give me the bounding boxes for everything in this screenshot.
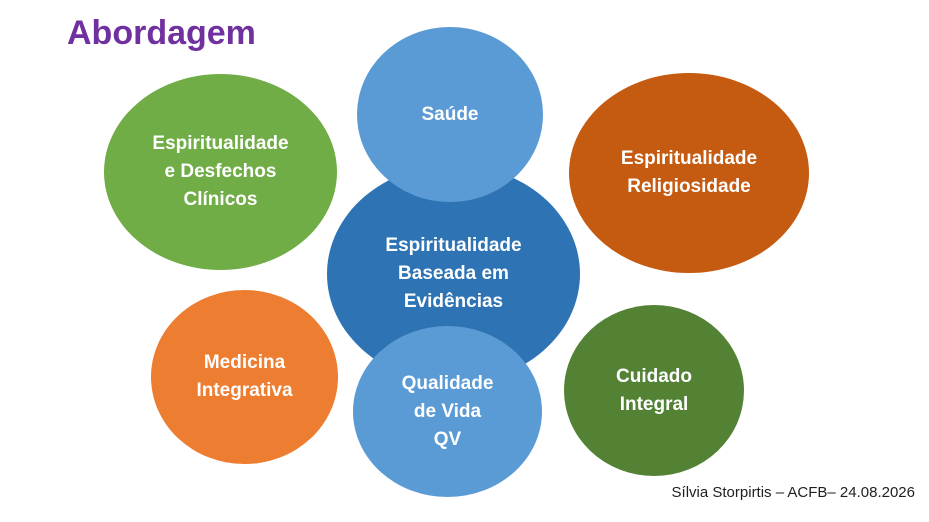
bubble-desfechos-clinicos: Espiritualidade e Desfechos Clínicos: [104, 74, 337, 270]
page-title: Abordagem: [67, 14, 256, 52]
bubble-label-line: Integrativa: [196, 380, 293, 401]
bubble-label-line: QV: [433, 428, 462, 450]
bubble-label-line: Saúde: [421, 103, 479, 125]
bubble-cuidado-integral: Cuidado Integral: [564, 305, 744, 476]
bubble-label-line: Espiritualidade: [620, 148, 758, 169]
bubble-saude: Saúde: [357, 27, 543, 202]
bubble-label-line: Religiosidade: [627, 176, 751, 197]
bubble-label-line: Baseada em: [398, 263, 509, 284]
bubble-label-line: Integral: [619, 393, 689, 415]
bubble-label-line: Espiritualidade: [152, 133, 289, 154]
footer-credit: Sílvia Storpirtis – ACFB– 24.08.2026: [671, 484, 915, 501]
bubble-label-line: e Desfechos: [164, 161, 277, 182]
bubble-label-line: de Vida: [413, 400, 482, 422]
bubble-label-line: Cuidado: [616, 365, 692, 387]
bubble-qualidade-de-vida: Qualidade de Vida QV: [353, 326, 542, 497]
bubble-label-line: Medicina: [203, 352, 286, 373]
bubble-label-line: Qualidade: [401, 372, 494, 394]
bubble-religiosidade: Espiritualidade Religiosidade: [569, 73, 809, 273]
bubble-label-line: Espiritualidade: [385, 235, 522, 256]
bubble-medicina-integrativa: Medicina Integrativa: [151, 290, 338, 464]
bubble-label-line: Clínicos: [183, 189, 258, 210]
bubble-label-line: Evidências: [403, 291, 504, 312]
